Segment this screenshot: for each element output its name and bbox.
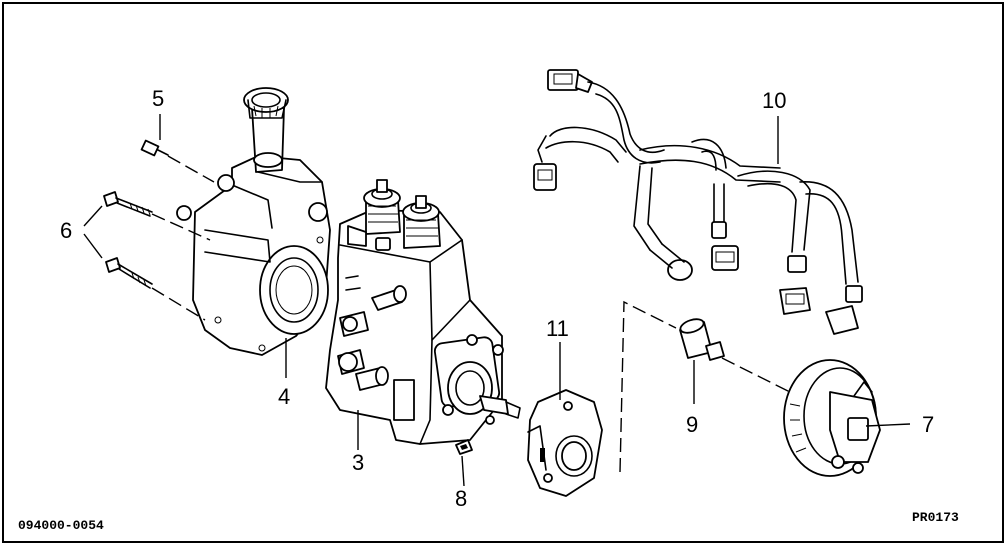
alignment-line-1	[619, 300, 677, 473]
part-10-harness	[533, 69, 863, 335]
part-6-bolts	[103, 191, 211, 321]
part-5-bolt	[140, 139, 215, 183]
callout-8: 8	[455, 486, 468, 511]
part-3-delivery-valves	[347, 179, 441, 251]
callout-3: 3	[352, 450, 365, 475]
callout-4: 4	[278, 384, 291, 409]
part-11-flange	[527, 389, 603, 497]
part-8-clip	[455, 439, 473, 455]
callout-6: 6	[60, 218, 73, 243]
drawing-code-right: PR0173	[912, 510, 959, 525]
part-7-actuator	[783, 359, 881, 477]
part-9-sleeve	[679, 318, 725, 361]
part-3-side-fittings	[337, 275, 415, 421]
callout-11: 11	[546, 316, 569, 341]
callout-9: 9	[686, 412, 699, 437]
leader-lines	[83, 114, 911, 487]
callout-5: 5	[152, 86, 165, 111]
alignment-line-2	[721, 357, 791, 393]
part-4-gear-tube	[243, 87, 289, 173]
part-4-bracket	[176, 155, 331, 356]
callout-7: 7	[922, 412, 935, 437]
callout-10: 10	[762, 88, 787, 113]
drawing-code-left: 094000-0054	[18, 518, 104, 533]
